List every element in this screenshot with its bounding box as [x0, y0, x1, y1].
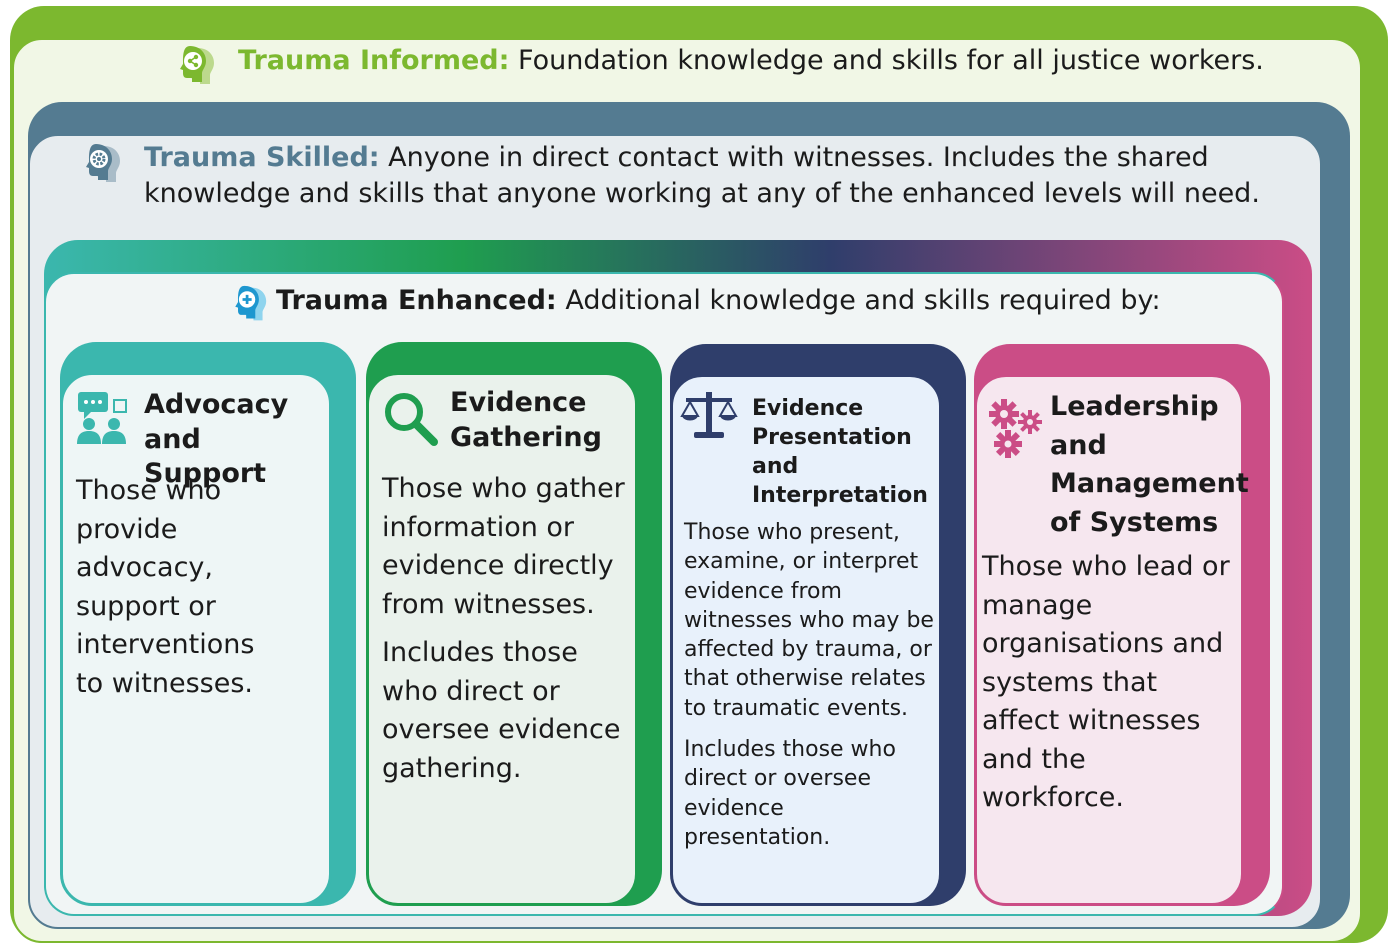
- card-presentation-desc2: Includes those who direct or oversee evi…: [684, 737, 896, 850]
- card-advocacy-title: Advocacy and Support: [144, 389, 289, 490]
- scales-icon: [680, 388, 738, 442]
- card-gathering: [366, 372, 638, 906]
- card-advocacy-desc: Those who provide advocacy, support or i…: [76, 472, 276, 703]
- card-gathering-title: Evidence Gathering: [450, 387, 602, 453]
- card-advocacy: [60, 372, 332, 906]
- chat-people-icon: [76, 390, 128, 446]
- informed-text: Foundation knowledge and skills for all …: [518, 45, 1264, 76]
- card-presentation: [670, 374, 942, 906]
- head-gear-icon: [76, 142, 124, 186]
- card-gathering-desc2: Includes those who direct or oversee evi…: [382, 637, 621, 784]
- enhanced-label: Trauma Enhanced:: [276, 285, 557, 316]
- card-advocacy-desc1: Those who provide advocacy, support or i…: [76, 475, 255, 699]
- head-plus-icon: [226, 284, 270, 324]
- skilled-label: Trauma Skilled:: [144, 142, 380, 173]
- card-presentation-desc: Those who present, examine, or interpret…: [684, 518, 936, 852]
- informed-heading: Trauma Informed: Foundation knowledge an…: [238, 44, 1338, 78]
- skilled-heading: Trauma Skilled: Anyone in direct contact…: [144, 140, 1304, 212]
- card-gathering-desc: Those who gather information or evidence…: [382, 470, 632, 788]
- informed-label: Trauma Informed:: [238, 45, 510, 76]
- skilled-text-line1: Anyone in direct contact with witnesses.…: [388, 142, 1209, 173]
- card-gathering-desc1: Those who gather information or evidence…: [382, 473, 625, 620]
- card-leadership-desc1: Those who lead or manage organisations a…: [982, 551, 1230, 813]
- enhanced-text: Additional knowledge and skills required…: [565, 285, 1161, 316]
- skilled-text-line2: knowledge and skills that anyone working…: [144, 178, 1260, 209]
- card-presentation-desc1: Those who present, examine, or interpret…: [684, 520, 934, 721]
- card-leadership: [974, 374, 1244, 906]
- card-presentation-title: Evidence Presentation and Interpretation: [752, 396, 928, 509]
- magnifier-icon: [382, 390, 440, 448]
- card-leadership-desc: Those who lead or manage organisations a…: [982, 548, 1236, 818]
- head-network-icon: [170, 44, 218, 88]
- card-leadership-title: Leadership and Management of Systems: [1050, 391, 1249, 538]
- enhanced-heading: Trauma Enhanced: Additional knowledge an…: [276, 284, 1236, 318]
- gears-icon: [986, 396, 1046, 464]
